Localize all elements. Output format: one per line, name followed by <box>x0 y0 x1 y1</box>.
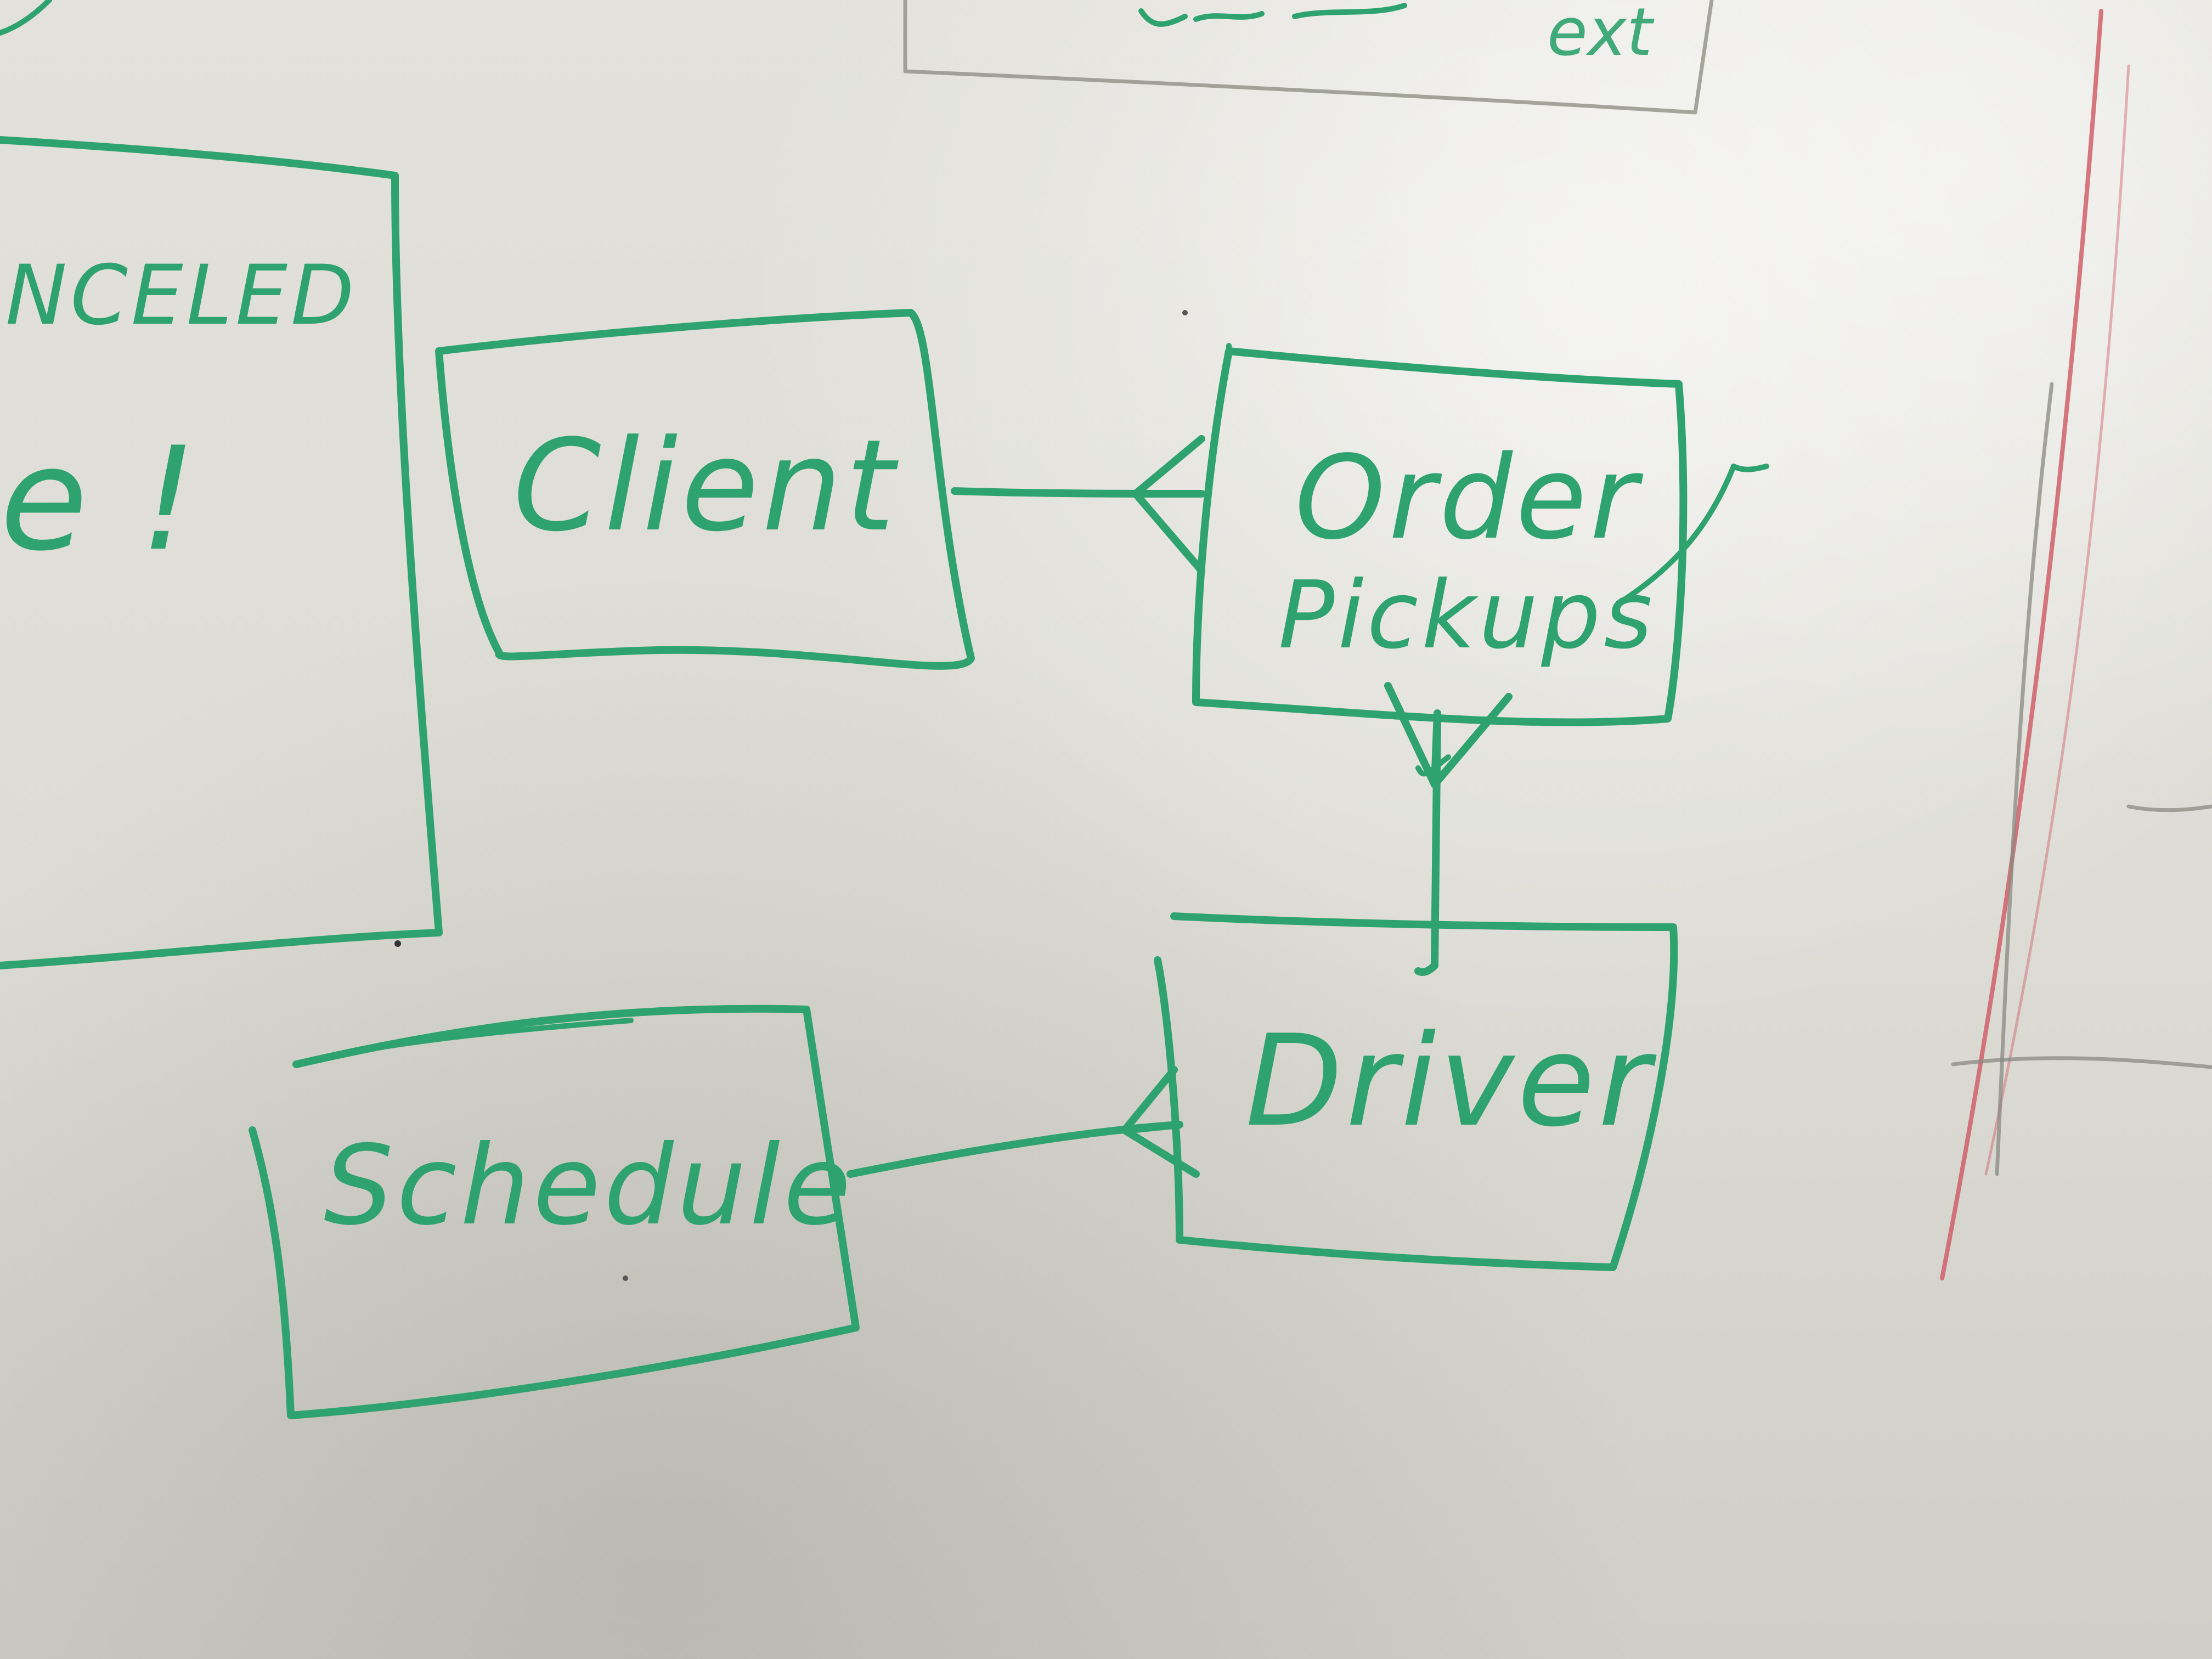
entity-schedule-box <box>249 1005 860 1419</box>
crows-foot <box>1384 682 1513 788</box>
bar-mark <box>1415 754 1451 777</box>
board-speck <box>1182 310 1188 315</box>
top-box-outline <box>903 0 1714 115</box>
top-box-text: ext <box>1547 0 1655 71</box>
relation-schedule-driver <box>847 1066 1200 1178</box>
entity-order-pickups-label-line1: Order <box>1295 431 1644 565</box>
faint-stroke <box>1951 1056 2212 1069</box>
crows-foot <box>1132 435 1205 574</box>
order-overflow-stroke <box>1616 464 1769 606</box>
entity-client-box <box>435 309 975 670</box>
red-margin-line <box>1940 9 2103 1280</box>
red-margin-line-faint <box>1984 64 2130 1176</box>
entity-order-pickups-label-line2: Pickups <box>1278 561 1656 670</box>
board-speck <box>394 940 401 947</box>
faint-stroke <box>1995 382 2054 1176</box>
entity-driver-box <box>1154 912 1678 1271</box>
top-box-scribble <box>1138 3 1407 27</box>
faint-stroke <box>2126 804 2212 812</box>
entity-client-label: Client <box>513 413 899 560</box>
entity-order-pickups: Order Pickups <box>1192 343 1769 726</box>
relation-client-order <box>951 435 1205 574</box>
left-box-outline <box>0 136 443 969</box>
left-box-heading: NCELED <box>5 248 358 343</box>
entity-driver: Driver <box>1154 912 1678 1271</box>
crows-foot <box>1121 1066 1200 1178</box>
relation-order-driver <box>1384 682 1513 976</box>
corner-stroke <box>0 0 52 36</box>
entity-client: Client <box>435 309 975 670</box>
entity-schedule-box-top <box>294 1018 634 1067</box>
left-box-fragment: e ! <box>0 417 200 583</box>
entity-driver-label: Driver <box>1245 1008 1657 1155</box>
entity-schedule: Schedule <box>249 1005 860 1419</box>
entity-schedule-label: Schedule <box>324 1122 854 1250</box>
entity-order-pickups-box <box>1192 347 1688 726</box>
board-speck <box>623 1276 628 1281</box>
